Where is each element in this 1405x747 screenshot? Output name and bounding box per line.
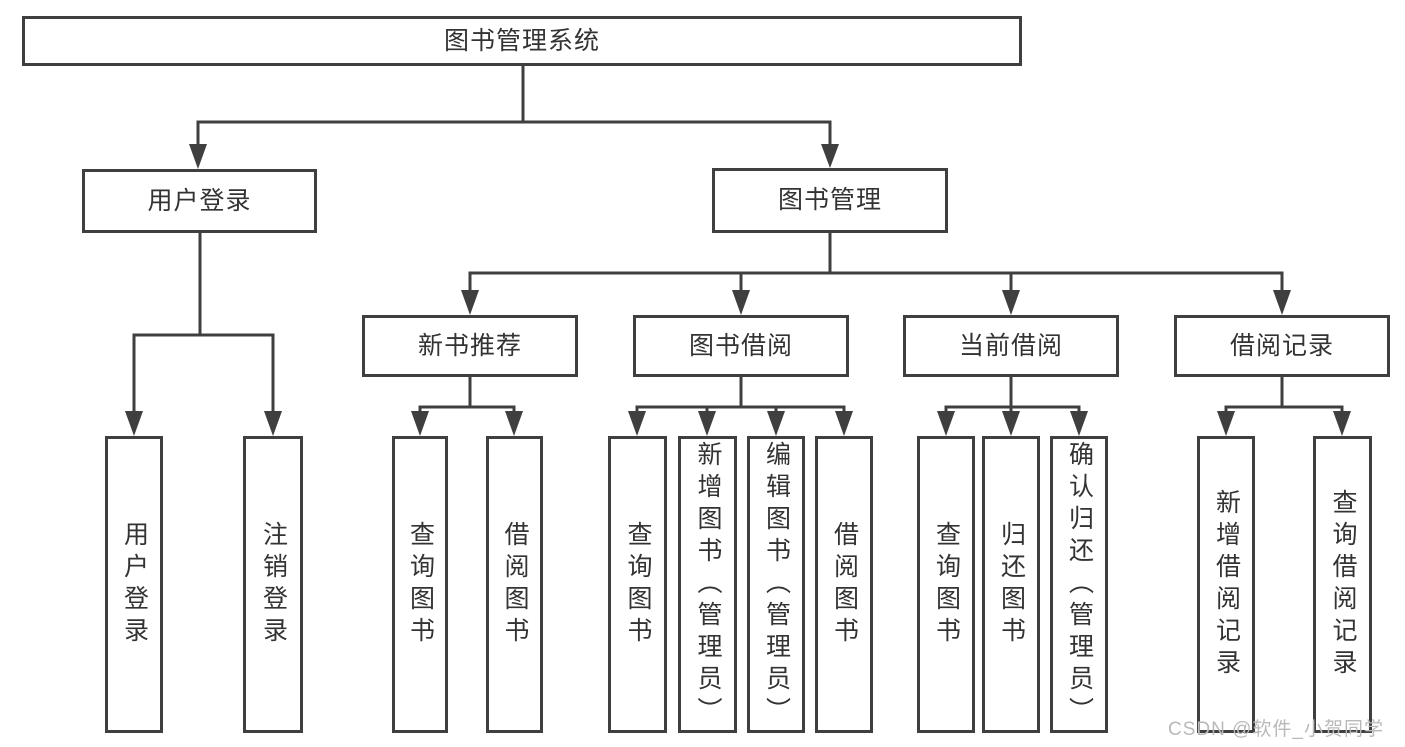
leaf-current-confirm-return-admin: 确认归还（管理员）	[1050, 436, 1108, 733]
leaf-borrow-edit-books-admin-label: 编辑图书（管理员）	[762, 440, 791, 729]
leaf-current-confirm-return-admin-label: 确认归还（管理员）	[1065, 440, 1094, 729]
leaf-current-return-books-label: 归还图书	[997, 520, 1026, 649]
node-system-root-label: 图书管理系统	[443, 26, 600, 55]
leaf-recommend-query-books-label: 查询图书	[406, 520, 435, 649]
leaf-borrow-query-books-label: 查询图书	[624, 520, 652, 649]
leaf-borrow-add-books-admin: 新增图书（管理员）	[678, 436, 737, 733]
node-new-book-recommend: 新书推荐	[362, 315, 578, 377]
node-current-borrow: 当前借阅	[903, 315, 1119, 377]
node-borrow-records-label: 借阅记录	[1229, 331, 1334, 360]
node-book-borrow: 图书借阅	[633, 315, 849, 377]
leaf-recommend-borrow-books: 借阅图书	[486, 436, 543, 733]
leaf-recommend-query-books: 查询图书	[392, 436, 448, 733]
leaf-records-add-record-label: 新增借阅记录	[1212, 488, 1241, 681]
leaf-borrow-query-books: 查询图书	[608, 436, 667, 733]
node-book-management-label: 图书管理	[777, 186, 882, 214]
node-current-borrow-label: 当前借阅	[958, 331, 1063, 360]
node-borrow-records: 借阅记录	[1174, 315, 1390, 377]
csdn-watermark: CSDN @软件_小贺同学	[1168, 719, 1384, 740]
leaf-logout-label: 注销登录	[259, 520, 288, 649]
leaf-current-query-books-label: 查询图书	[932, 520, 961, 649]
node-user-login: 用户登录	[82, 169, 317, 233]
leaf-borrow-edit-books-admin: 编辑图书（管理员）	[747, 436, 805, 733]
leaf-logout: 注销登录	[243, 436, 303, 733]
arrowheads	[125, 144, 1351, 436]
node-book-borrow-label: 图书借阅	[688, 331, 793, 360]
leaf-borrow-borrow-books: 借阅图书	[815, 436, 873, 733]
node-user-login-label: 用户登录	[147, 186, 252, 215]
leaf-recommend-borrow-books-label: 借阅图书	[501, 520, 529, 649]
leaf-current-query-books: 查询图书	[917, 436, 975, 733]
leaf-borrow-add-books-admin-label: 新增图书（管理员）	[694, 440, 722, 729]
leaf-records-query-record: 查询借阅记录	[1313, 436, 1372, 733]
node-new-book-recommend-label: 新书推荐	[417, 331, 522, 360]
leaf-user-login-label: 用户登录	[120, 520, 149, 649]
leaf-records-query-record-label: 查询借阅记录	[1329, 488, 1357, 681]
node-book-management: 图书管理	[712, 168, 948, 233]
leaf-user-login: 用户登录	[105, 436, 163, 733]
leaf-borrow-borrow-books-label: 借阅图书	[830, 520, 859, 649]
node-system-root: 图书管理系统	[22, 16, 1022, 66]
leaf-current-return-books: 归还图书	[982, 436, 1040, 733]
leaf-records-add-record: 新增借阅记录	[1197, 436, 1255, 733]
